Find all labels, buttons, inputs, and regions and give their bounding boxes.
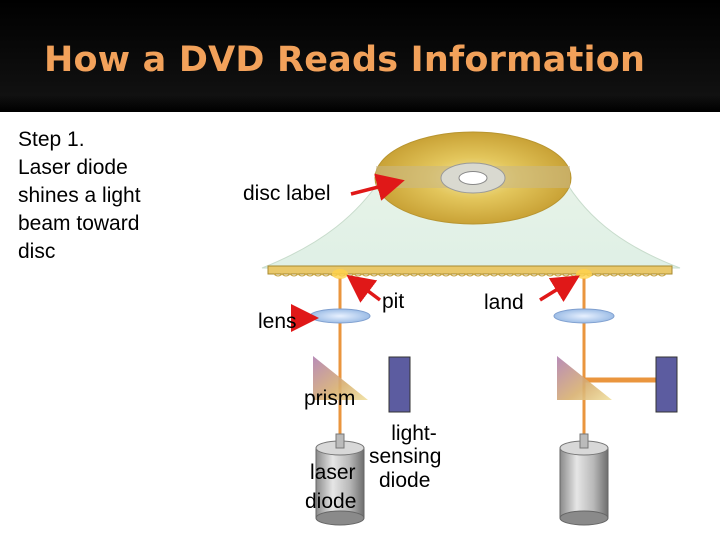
- prism-label: prism: [304, 387, 356, 410]
- step-line: Laser diode: [18, 156, 128, 179]
- step-description: Step 1. Laser diode shines a light beam …: [18, 126, 208, 266]
- dvd-disc: [374, 131, 572, 225]
- disc-label-label: disc label: [243, 182, 331, 205]
- lens-left: [309, 308, 371, 324]
- laser-diode-label-2: diode: [305, 490, 357, 513]
- pit-label: pit: [382, 290, 405, 313]
- disc-surface: [267, 265, 673, 277]
- step-line: shines a light: [18, 184, 141, 207]
- slide-title: How a DVD Reads Information: [44, 40, 646, 80]
- light-sensing-diode-right: [655, 356, 678, 413]
- light-sensing-label-1: light-: [391, 422, 437, 445]
- land-arrow: [539, 275, 580, 302]
- land-label: land: [484, 291, 524, 314]
- laser-diode-label-1: laser: [310, 461, 356, 484]
- laser-diode-left: [315, 433, 365, 526]
- step-line: Step 1.: [18, 128, 85, 151]
- title-bar: How a DVD Reads Information: [0, 0, 720, 112]
- pit-arrow: [346, 274, 382, 303]
- step-line: disc: [18, 240, 56, 263]
- light-sensing-label-3: diode: [379, 469, 431, 492]
- light-sensing-label-2: sensing: [369, 445, 442, 468]
- prism-right: [557, 356, 612, 400]
- lens-label: lens: [258, 310, 297, 333]
- laser-diode-right: [559, 433, 609, 526]
- light-sensing-diode-left: [388, 356, 411, 413]
- lens-right: [553, 308, 615, 324]
- prism-left: [313, 356, 368, 400]
- disc-label-arrow: [350, 173, 405, 201]
- step-line: beam toward: [18, 212, 140, 235]
